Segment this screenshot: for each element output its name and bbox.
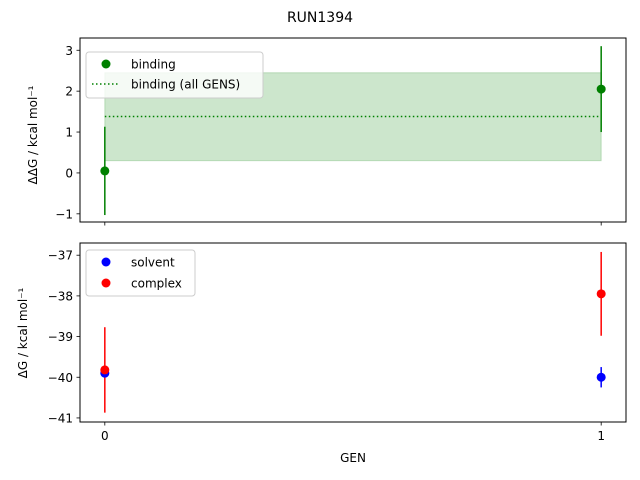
- top-ytick-label: 3: [65, 44, 73, 58]
- binding-point: [100, 166, 110, 176]
- bottom-ytick-label: −41: [48, 411, 73, 425]
- legend-label-binding: binding: [131, 58, 176, 72]
- top-ytick-label: 0: [65, 166, 73, 180]
- bottom-legend-box: [85, 249, 196, 297]
- bottom-xtick-label: 0: [101, 429, 109, 443]
- complex-point: [596, 289, 606, 299]
- top-y-axis-label: ΔΔG / kcal mol⁻¹: [26, 85, 40, 184]
- legend-marker-binding: [101, 59, 111, 69]
- bottom-ytick-label: −40: [48, 371, 73, 385]
- bottom-ytick-label: −37: [48, 249, 73, 263]
- bottom-plot-frame: [79, 242, 627, 423]
- legend-label-binding-all-gens: binding (all GENS): [131, 78, 240, 92]
- bottom-plot-marks: [100, 251, 606, 413]
- solvent-point: [596, 372, 606, 382]
- legend-marker-complex: [101, 278, 111, 288]
- figure-title: RUN1394: [287, 10, 353, 26]
- bottom-y-axis-label: ΔG / kcal mol⁻¹: [16, 287, 30, 378]
- legend-label-complex: complex: [131, 277, 182, 291]
- bottom-legend: solvent complex: [85, 249, 196, 297]
- bottom-y-axis-ticks: −41 −40 −39 −38 −37: [48, 249, 80, 425]
- top-y-axis-ticks: −1 0 1 2 3: [55, 44, 80, 221]
- complex-point: [100, 365, 110, 375]
- bottom-xtick-label: 1: [597, 429, 605, 443]
- top-legend: binding binding (all GENS): [85, 51, 264, 99]
- top-ytick-label: 1: [65, 126, 73, 140]
- legend-label-solvent: solvent: [131, 256, 175, 270]
- legend-marker-solvent: [101, 257, 111, 267]
- binding-point: [596, 84, 606, 94]
- top-x-axis-ticks: [104, 222, 602, 226]
- top-legend-box: [85, 51, 264, 99]
- top-ytick-label: −1: [55, 207, 73, 221]
- bottom-ytick-label: −38: [48, 289, 73, 303]
- bottom-ytick-label: −39: [48, 330, 73, 344]
- top-ytick-label: 2: [65, 85, 73, 99]
- top-plot-frame: [79, 37, 627, 223]
- x-axis-label: GEN: [340, 451, 366, 465]
- top-panel: −1 0 1 2 3 ΔΔG / kcal mol⁻¹ binding binding …: [26, 37, 627, 226]
